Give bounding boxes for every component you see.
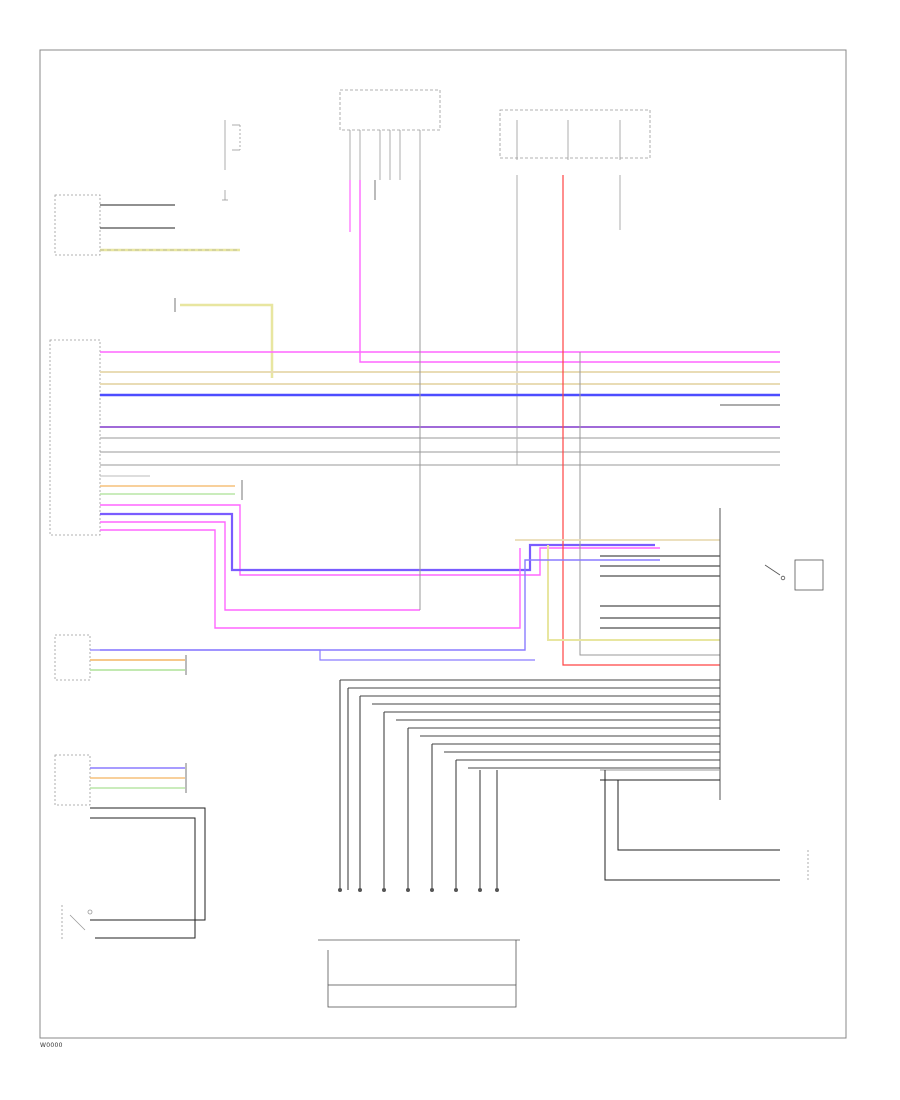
bottom-left-switch bbox=[61, 905, 93, 940]
top-left-fuse-block bbox=[222, 120, 241, 201]
wire-bottom-right-1 bbox=[617, 780, 780, 851]
top-right-fuse-blocks bbox=[499, 109, 651, 465]
left-component-3 bbox=[54, 754, 206, 939]
right-switch bbox=[764, 559, 824, 591]
top-center-connector bbox=[339, 89, 441, 180]
wire-pink-lower-1 bbox=[100, 504, 660, 576]
bus-bundle bbox=[339, 679, 720, 890]
connector-pin-markers bbox=[338, 888, 499, 892]
wire-pink-lower-3 bbox=[100, 529, 521, 629]
wire-pink-vertical-top bbox=[359, 180, 780, 363]
wire-gray-vertical-right bbox=[579, 352, 720, 656]
ground-symbols bbox=[174, 180, 376, 793]
diagram-frame bbox=[39, 49, 847, 1039]
transmission-bottom-connector bbox=[318, 939, 520, 1008]
right-connector-wires bbox=[515, 539, 720, 629]
left-component-2 bbox=[54, 634, 535, 681]
transmission-control-module bbox=[49, 339, 101, 536]
left-component-1 bbox=[54, 194, 240, 256]
wire-red bbox=[562, 175, 720, 666]
diagram-footer-code: W0000 bbox=[40, 1042, 63, 1049]
wire-pink-lower-2 bbox=[100, 521, 420, 611]
wire-bottom-right-2 bbox=[604, 770, 780, 881]
wire-violet-left-return bbox=[100, 559, 660, 651]
wire-violet-lower bbox=[100, 512, 655, 572]
wire-yellow-branch bbox=[180, 303, 274, 378]
wire-yellow-vertical bbox=[547, 545, 720, 641]
